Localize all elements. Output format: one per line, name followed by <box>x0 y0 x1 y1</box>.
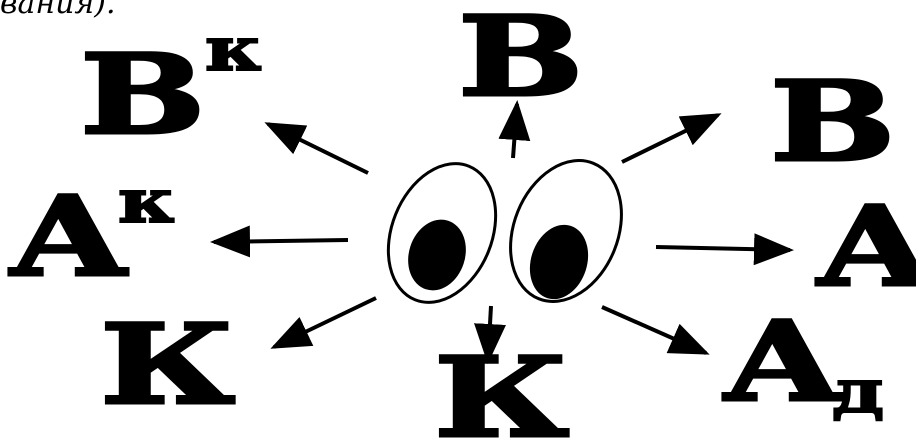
label-bottom-right-subscript: д <box>832 362 884 422</box>
label-top-left-superscript: к <box>205 20 261 80</box>
label-left: А <box>8 182 129 292</box>
arrow-to-top-left <box>268 124 368 173</box>
arrow-to-top-right <box>622 115 718 162</box>
googly-eyes-icon <box>369 144 642 319</box>
label-top-left: В <box>80 40 206 150</box>
arrow-to-bottom-left <box>274 298 376 347</box>
label-right: А <box>815 192 916 302</box>
arrow-to-bottom-right <box>602 307 706 353</box>
arrow-to-left <box>214 240 348 242</box>
label-left-superscript: к <box>118 172 174 232</box>
label-bottom-left: К <box>100 310 235 420</box>
label-top-right: В <box>770 67 896 177</box>
arrow-to-right <box>656 247 790 250</box>
label-top: В <box>458 2 584 112</box>
label-bottom-right: А <box>722 307 843 417</box>
label-bottom: К <box>434 343 569 446</box>
